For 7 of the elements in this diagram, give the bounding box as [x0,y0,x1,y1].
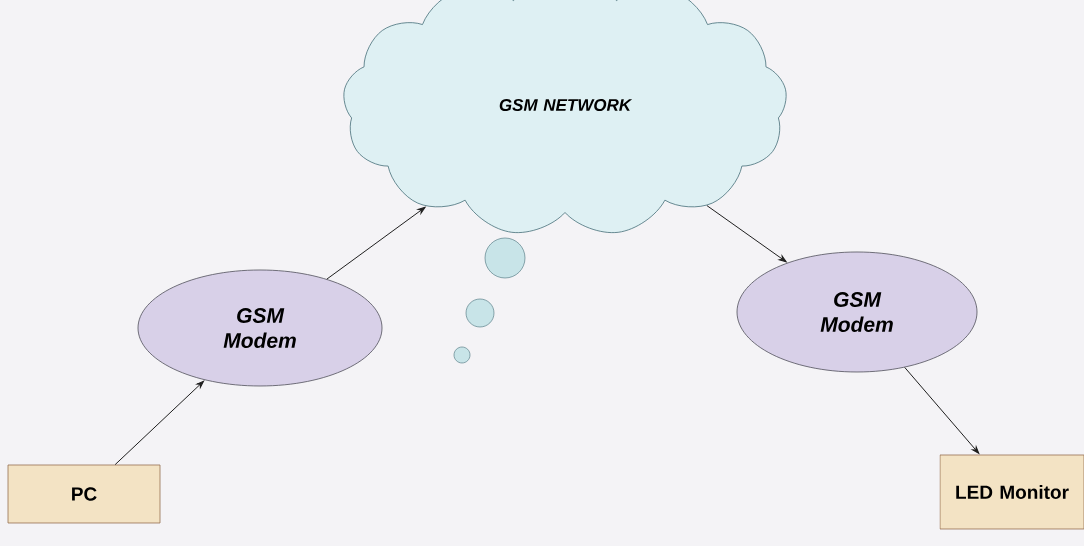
arrow [706,205,787,263]
network-cloud: GSM NETWORK [343,0,787,234]
arrow [114,380,205,466]
device-box: LED Monitor [939,454,1084,530]
arrow [326,206,426,280]
arrow [904,366,980,454]
device-box: PC [7,464,161,524]
